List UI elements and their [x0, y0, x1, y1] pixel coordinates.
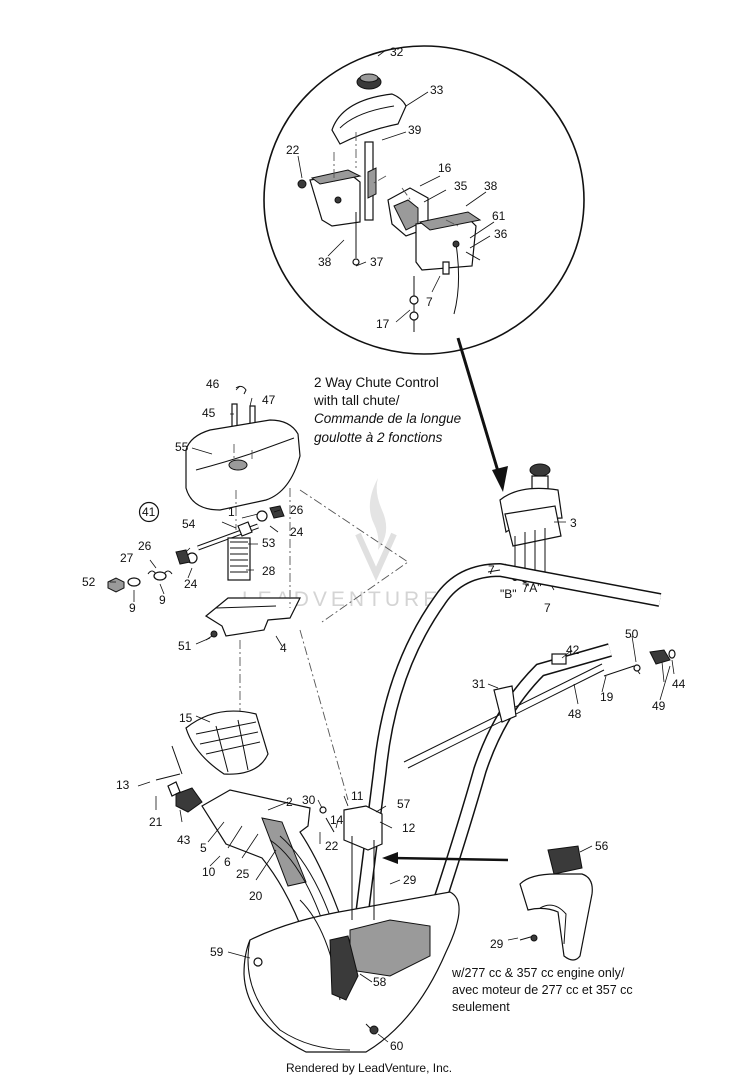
callout-44: 44 [672, 677, 686, 691]
chute-control-caption: 2 Way Chute Control with tall chute/ Com… [313, 375, 461, 445]
callout-55: 55 [175, 440, 189, 454]
caption-line-1: 2 Way Chute Control [314, 375, 439, 390]
callout-41: 41 [142, 505, 156, 519]
callout-27: 27 [120, 551, 134, 565]
callout-33: 33 [430, 83, 444, 97]
callout-12: 12 [402, 821, 416, 835]
bracket-arrow [382, 852, 509, 864]
callout-60: 60 [390, 1039, 404, 1053]
callout-b-label: "B" [500, 587, 517, 601]
callout-59: 59 [210, 945, 224, 959]
handle-frame [353, 563, 676, 933]
callout-31: 31 [472, 677, 486, 691]
callout-9: 9 [159, 593, 166, 607]
callout-57: 57 [397, 797, 411, 811]
callout-9: 9 [129, 601, 136, 615]
callout-48: 48 [568, 707, 582, 721]
callout-7: 7 [522, 581, 529, 595]
callout-4: 4 [280, 641, 287, 655]
callout-22: 22 [325, 839, 339, 853]
leader-lines [110, 49, 675, 1043]
callout-30: 30 [302, 793, 316, 807]
callout-52: 52 [82, 575, 96, 589]
callout-32: 32 [390, 45, 404, 59]
engine-note-line-2: avec moteur de 277 cc et 357 cc [452, 983, 633, 997]
callout-14: 14 [330, 813, 344, 827]
callout-3: 3 [570, 516, 577, 530]
chute-rotation-parts [107, 385, 409, 801]
callout-61: 61 [492, 209, 506, 223]
detail-arrow [456, 337, 508, 492]
callout-43: 43 [177, 833, 191, 847]
callout-2: 2 [286, 795, 293, 809]
callout-42: 42 [566, 643, 580, 657]
callout-38: 38 [484, 179, 498, 193]
engine-note: w/277 cc & 357 cc engine only/ avec mote… [451, 966, 633, 1014]
callout-25: 25 [236, 867, 250, 881]
callout-39: 39 [408, 123, 422, 137]
callout-6: 6 [224, 855, 231, 869]
auger-housing [243, 805, 460, 1053]
engine-note-line-3: seulement [452, 1000, 510, 1014]
callout-29: 29 [403, 873, 417, 887]
callout-7: 7 [488, 563, 495, 577]
callout-37: 37 [370, 255, 384, 269]
callout-1: 1 [228, 505, 235, 519]
callout-38: 38 [318, 255, 332, 269]
callout-29: 29 [490, 937, 504, 951]
callout-11: 11 [351, 789, 364, 803]
engine-note-line-1: w/277 cc & 357 cc engine only/ [451, 966, 625, 980]
callout-10: 10 [202, 865, 216, 879]
callout-17: 17 [376, 317, 390, 331]
callout-35: 35 [454, 179, 468, 193]
deflector [185, 710, 269, 775]
caption-line-4: goulotte à 2 fonctions [314, 430, 443, 445]
callout-20: 20 [249, 889, 263, 903]
callout-50: 50 [625, 627, 639, 641]
callout-24: 24 [184, 577, 198, 591]
callout-54: 54 [182, 517, 196, 531]
callout-7: 7 [426, 295, 433, 309]
callout-15: 15 [179, 711, 193, 725]
callout-22: 22 [286, 143, 300, 157]
callout-labels: 32 33 39 22 16 35 38 61 36 38 37 7 17 46… [82, 45, 686, 1053]
callout-26: 26 [138, 539, 152, 553]
bracket-56 [519, 845, 593, 961]
callout-56: 56 [595, 839, 609, 853]
callout-13: 13 [116, 778, 130, 792]
callout-46: 46 [206, 377, 220, 391]
callout-a-label: "A" [525, 581, 542, 595]
callout-16: 16 [438, 161, 452, 175]
callout-47: 47 [262, 393, 276, 407]
chute [155, 745, 347, 941]
callout-21: 21 [149, 815, 163, 829]
callout-45: 45 [202, 406, 216, 420]
caption-line-2: with tall chute/ [313, 393, 400, 408]
callout-41-ring [138, 501, 160, 523]
callout-49: 49 [652, 699, 666, 713]
callout-36: 36 [494, 227, 508, 241]
callout-24: 24 [290, 525, 304, 539]
callout-5: 5 [200, 841, 207, 855]
footer-credit: Rendered by LeadVenture, Inc. [286, 1061, 452, 1075]
callout-58: 58 [373, 975, 387, 989]
detail-circle [263, 45, 585, 355]
caption-line-3: Commande de la longue [314, 411, 461, 426]
callout-28: 28 [262, 564, 276, 578]
callout-7: 7 [544, 601, 551, 615]
callout-53: 53 [262, 536, 276, 550]
callout-26: 26 [290, 503, 304, 517]
callout-51: 51 [178, 639, 192, 653]
callout-19: 19 [600, 690, 614, 704]
